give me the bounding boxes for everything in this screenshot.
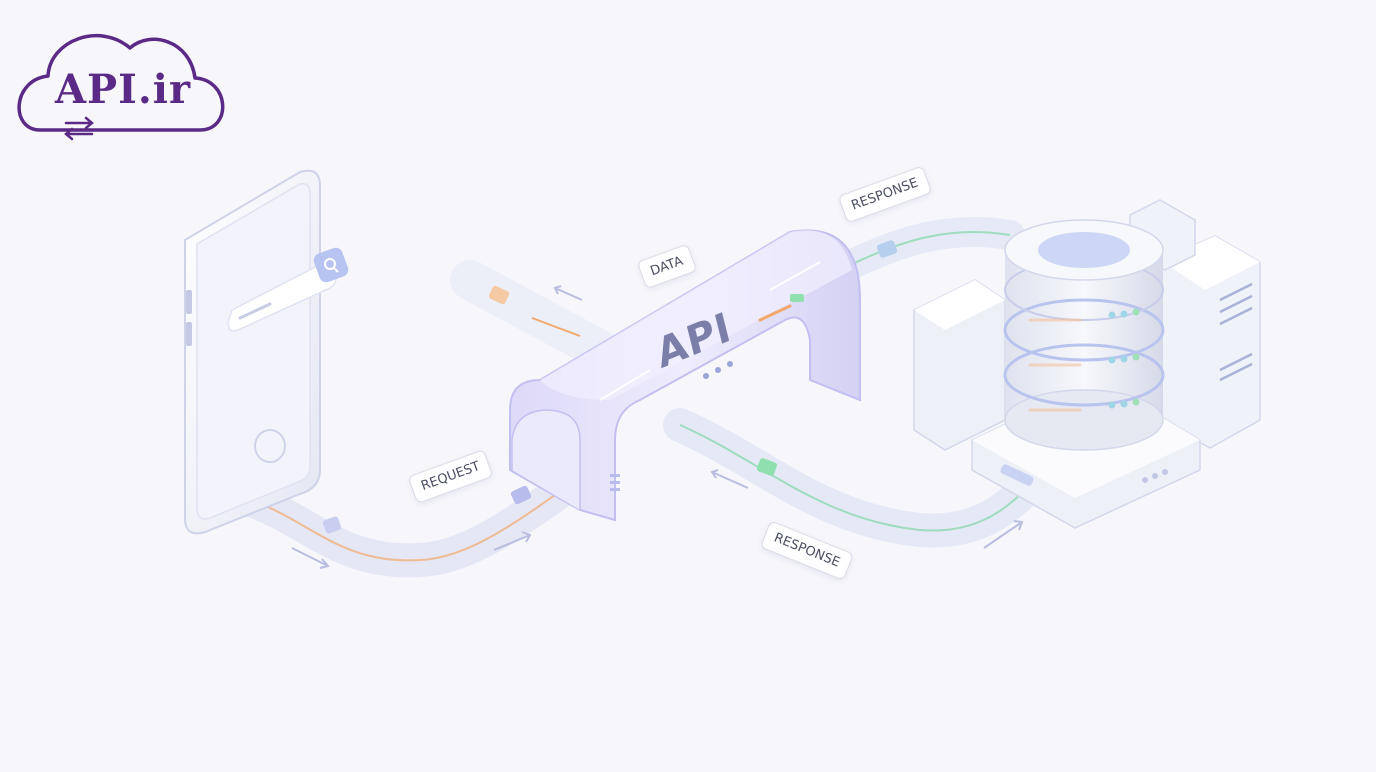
response-bottom-track: [663, 408, 1047, 549]
server-icon: [913, 199, 1261, 451]
database-icon: [971, 219, 1201, 529]
logo-text: API.ir: [55, 66, 192, 113]
logo-cloud-icon: [17, 33, 225, 141]
data-track: [450, 260, 620, 370]
response-top-track: [825, 216, 1025, 285]
search-icon: [313, 247, 349, 283]
api-gateway: [505, 229, 861, 522]
smartphone-icon: [184, 169, 337, 535]
request-track: [233, 453, 607, 578]
